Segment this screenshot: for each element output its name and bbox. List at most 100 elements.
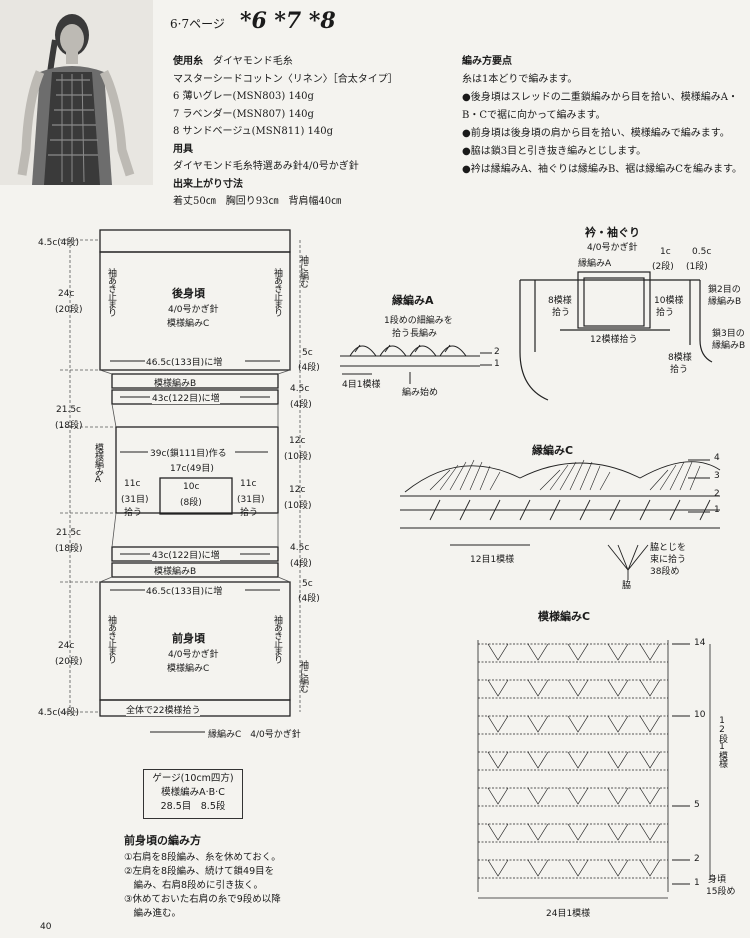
edge-c-row2: 2 [714, 489, 720, 499]
right-4r-lower: (4段) [290, 559, 312, 569]
edge-c-side: 脇 [622, 581, 632, 591]
pattern-c-chart [477, 640, 711, 899]
color-8: 8 サンドベージュ(MSN811) 140g [173, 126, 334, 137]
back-right-4r: (4段) [298, 363, 320, 373]
collar-hook: 4/0号かぎ針 [587, 243, 638, 253]
key-point-line: ●前身頃は後身頃の肩から目を拾い、模様編みで編みます。 [462, 128, 730, 139]
pick-22: 全体で22模様拾う [126, 703, 201, 716]
edge-a-row1: 1 [494, 359, 500, 369]
band-inc-upper: 43c(122目)に増 [152, 391, 220, 404]
dim-top-band: 4.5c(4段) [38, 238, 80, 248]
collar-edge-b1: 鎖2目の [708, 285, 741, 295]
front-right-5c: 5c [302, 579, 313, 589]
edge-c-row3: 3 [714, 471, 720, 481]
dim-front-rows: (20段) [55, 657, 83, 667]
front-bottom-band [99, 699, 291, 717]
left-11c: 11c [124, 479, 141, 489]
neck-opening [159, 477, 233, 515]
edge-a-repeat: 4目1模様 [342, 380, 381, 390]
dim-mid2-rows: (18段) [55, 544, 83, 554]
edge-a-start: 編み始め [402, 388, 439, 398]
key-point-line: ●後身頃はスレッドの二重鎖編みから目を拾い、模様編みA・ [462, 92, 738, 103]
front-increase: 46.5c(133目)に増 [146, 584, 223, 597]
key-point-line: B・Cで裾に向かって編みます。 [462, 110, 606, 121]
front-method-line: ②左肩を8段編み、続けて鎖49目を [124, 866, 275, 877]
edge-a-note2: 拾う長編み [392, 329, 438, 339]
front-method-notes: 前身頃の編み方 ①右肩を8段編み、糸を休めておく。 ②左肩を8段編み、続けて鎖4… [124, 834, 281, 921]
collar-title: 衿・袖ぐり [585, 226, 640, 239]
pattern-c-rows-label: 12段1模様 [717, 716, 727, 767]
yarn-title: 使用糸 [173, 56, 203, 67]
pattern-c-body: 身頃 [708, 875, 727, 885]
front-right-4r: (4段) [298, 594, 320, 604]
back-right-5c: 5c [302, 348, 313, 358]
tools: ダイヤモンド毛糸特選あみ針4/0号かぎ針 [173, 161, 359, 172]
band-b-upper: 模様編みB [154, 379, 197, 389]
collar-w1r: (2段) [652, 262, 674, 272]
front-sleeve-edge: 袖に編む [298, 660, 308, 692]
front-method-line: 編み進む。 [124, 908, 182, 919]
edge-c-row1: 1 [714, 505, 720, 515]
model-photo-drawing [0, 0, 153, 185]
edge-a-diagram [340, 344, 492, 384]
left-31: (31目) [121, 495, 149, 505]
color-6: 6 薄いグレー(MSN803) 140g [173, 91, 314, 102]
dim-mid-rows: (18段) [55, 421, 83, 431]
right-12c-upper: 12c [289, 436, 306, 446]
front-method-title: 前身頃の編み方 [124, 834, 201, 847]
dim-bottom-band: 4.5c(4段) [38, 708, 80, 718]
edge-c-label: 縁編みC 4/0号かぎ針 [208, 730, 301, 740]
front-method-line: 編み、右肩8段めに引き抜く。 [124, 880, 264, 891]
size: 着丈50㎝ 胸回り93㎝ 背肩幅40㎝ [173, 196, 342, 207]
right-10r-lower: (10段) [284, 501, 312, 511]
materials-block: 使用糸 ダイヤモンド毛糸 マスターシードコットン〈リネン〉［合太タイプ］ 6 薄… [173, 53, 398, 211]
back-top-band [99, 229, 291, 253]
edge-c-diagram [400, 459, 721, 580]
collar-w1: 1c [660, 247, 671, 257]
front-method-line: ①右肩を8段編み、糸を休めておく。 [124, 852, 281, 863]
collar-pick10: 10模様 [654, 296, 684, 306]
row-arrows [672, 459, 710, 885]
front-armhole-stop-right: 袖あき止まり [272, 615, 282, 663]
gauge-box: ゲージ(10cm四方) 模様編みA·B·C 28.5目 8.5段 [143, 769, 243, 819]
yarn-name: マスターシードコットン〈リネン〉［合太タイプ］ [173, 73, 398, 85]
back-title: 後身頃 [172, 287, 205, 300]
collar-pick12: 12模様拾う [590, 335, 638, 345]
right-pick: 拾う [240, 508, 259, 518]
edge-a-row2: 2 [494, 347, 500, 357]
right-45-upper: 4.5c [290, 384, 310, 394]
pattern-c-row14: 14 [694, 638, 706, 648]
right-4r-upper: (4段) [290, 400, 312, 410]
gauge-values: 28.5目 8.5段 [160, 801, 226, 812]
model-photo [0, 0, 153, 185]
back-pattern: 模様編みC [167, 319, 210, 329]
pattern-c-row5: 5 [694, 800, 700, 810]
back-armhole-stop-right: 袖あき止まり [272, 268, 282, 316]
item-numbers: *6 *7 *8 [239, 8, 336, 34]
page-reference: 6·7ページ [170, 17, 225, 31]
edge-a-note1: 1段めの細編みを [384, 316, 453, 326]
collar-edge-b2: 鎖3目の [712, 329, 745, 339]
edge-c-side-close: 脇とじを [650, 543, 687, 553]
left-pick: 拾う [124, 508, 143, 518]
pattern-c-title: 模様編みC [538, 610, 591, 623]
page-number: 40 [40, 922, 52, 932]
right-10r-upper: (10段) [284, 452, 312, 462]
collar-diagram [519, 271, 713, 401]
chain-111: 39c(鎖111目)作る [150, 446, 227, 459]
yarn-brand: ダイヤモンド毛糸 [213, 56, 293, 67]
dim-front-height: 24c [58, 641, 75, 651]
back-hook: 4/0号かぎ針 [168, 305, 219, 315]
right-31: (31目) [237, 495, 265, 505]
edge-c-bundle: 束に拾う [650, 555, 687, 565]
edge-c-row38: 38段め [650, 567, 680, 577]
back-armhole-stop-left: 袖あき止まり [106, 268, 116, 316]
key-point-line: ●脇は鎖3目と引き抜き編みとじします。 [462, 146, 647, 157]
pattern-c-row10: 10 [694, 710, 706, 720]
edge-c-title: 縁編みC [532, 444, 574, 457]
right-45-lower: 4.5c [290, 543, 310, 553]
back-increase: 46.5c(133目)に増 [146, 355, 223, 368]
color-7: 7 ラベンダー(MSN807) 140g [173, 108, 314, 120]
pattern-c-row1: 1 [694, 878, 700, 888]
pattern-a-rect [115, 426, 279, 514]
